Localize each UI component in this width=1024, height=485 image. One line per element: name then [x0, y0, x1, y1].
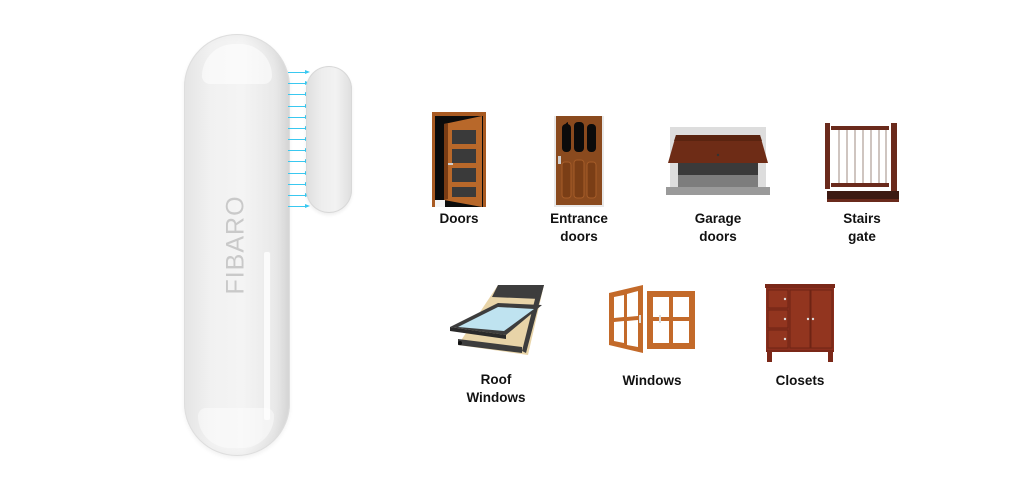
entrance-door-icon — [554, 116, 604, 207]
stairs-gate-icon — [825, 123, 899, 202]
window-icon — [609, 285, 695, 353]
closet-icon — [765, 284, 835, 362]
roof-window-icon — [450, 285, 544, 355]
sensor-main-body — [184, 34, 290, 456]
brand-logo: FIBARO — [221, 195, 250, 295]
app-label: Stairs gate — [843, 211, 881, 244]
app-label: Roof Windows — [466, 372, 526, 405]
open-door-icon — [432, 112, 486, 207]
app-label: Closets — [775, 373, 825, 388]
app-label: Entrance doors — [550, 211, 608, 244]
app-label: Doors — [439, 211, 479, 226]
app-label: Garage doors — [694, 211, 742, 244]
sensor-led-slot — [264, 252, 270, 420]
sensor-magnet — [306, 66, 352, 213]
garage-door-icon — [666, 127, 770, 195]
app-label: Windows — [622, 373, 682, 388]
